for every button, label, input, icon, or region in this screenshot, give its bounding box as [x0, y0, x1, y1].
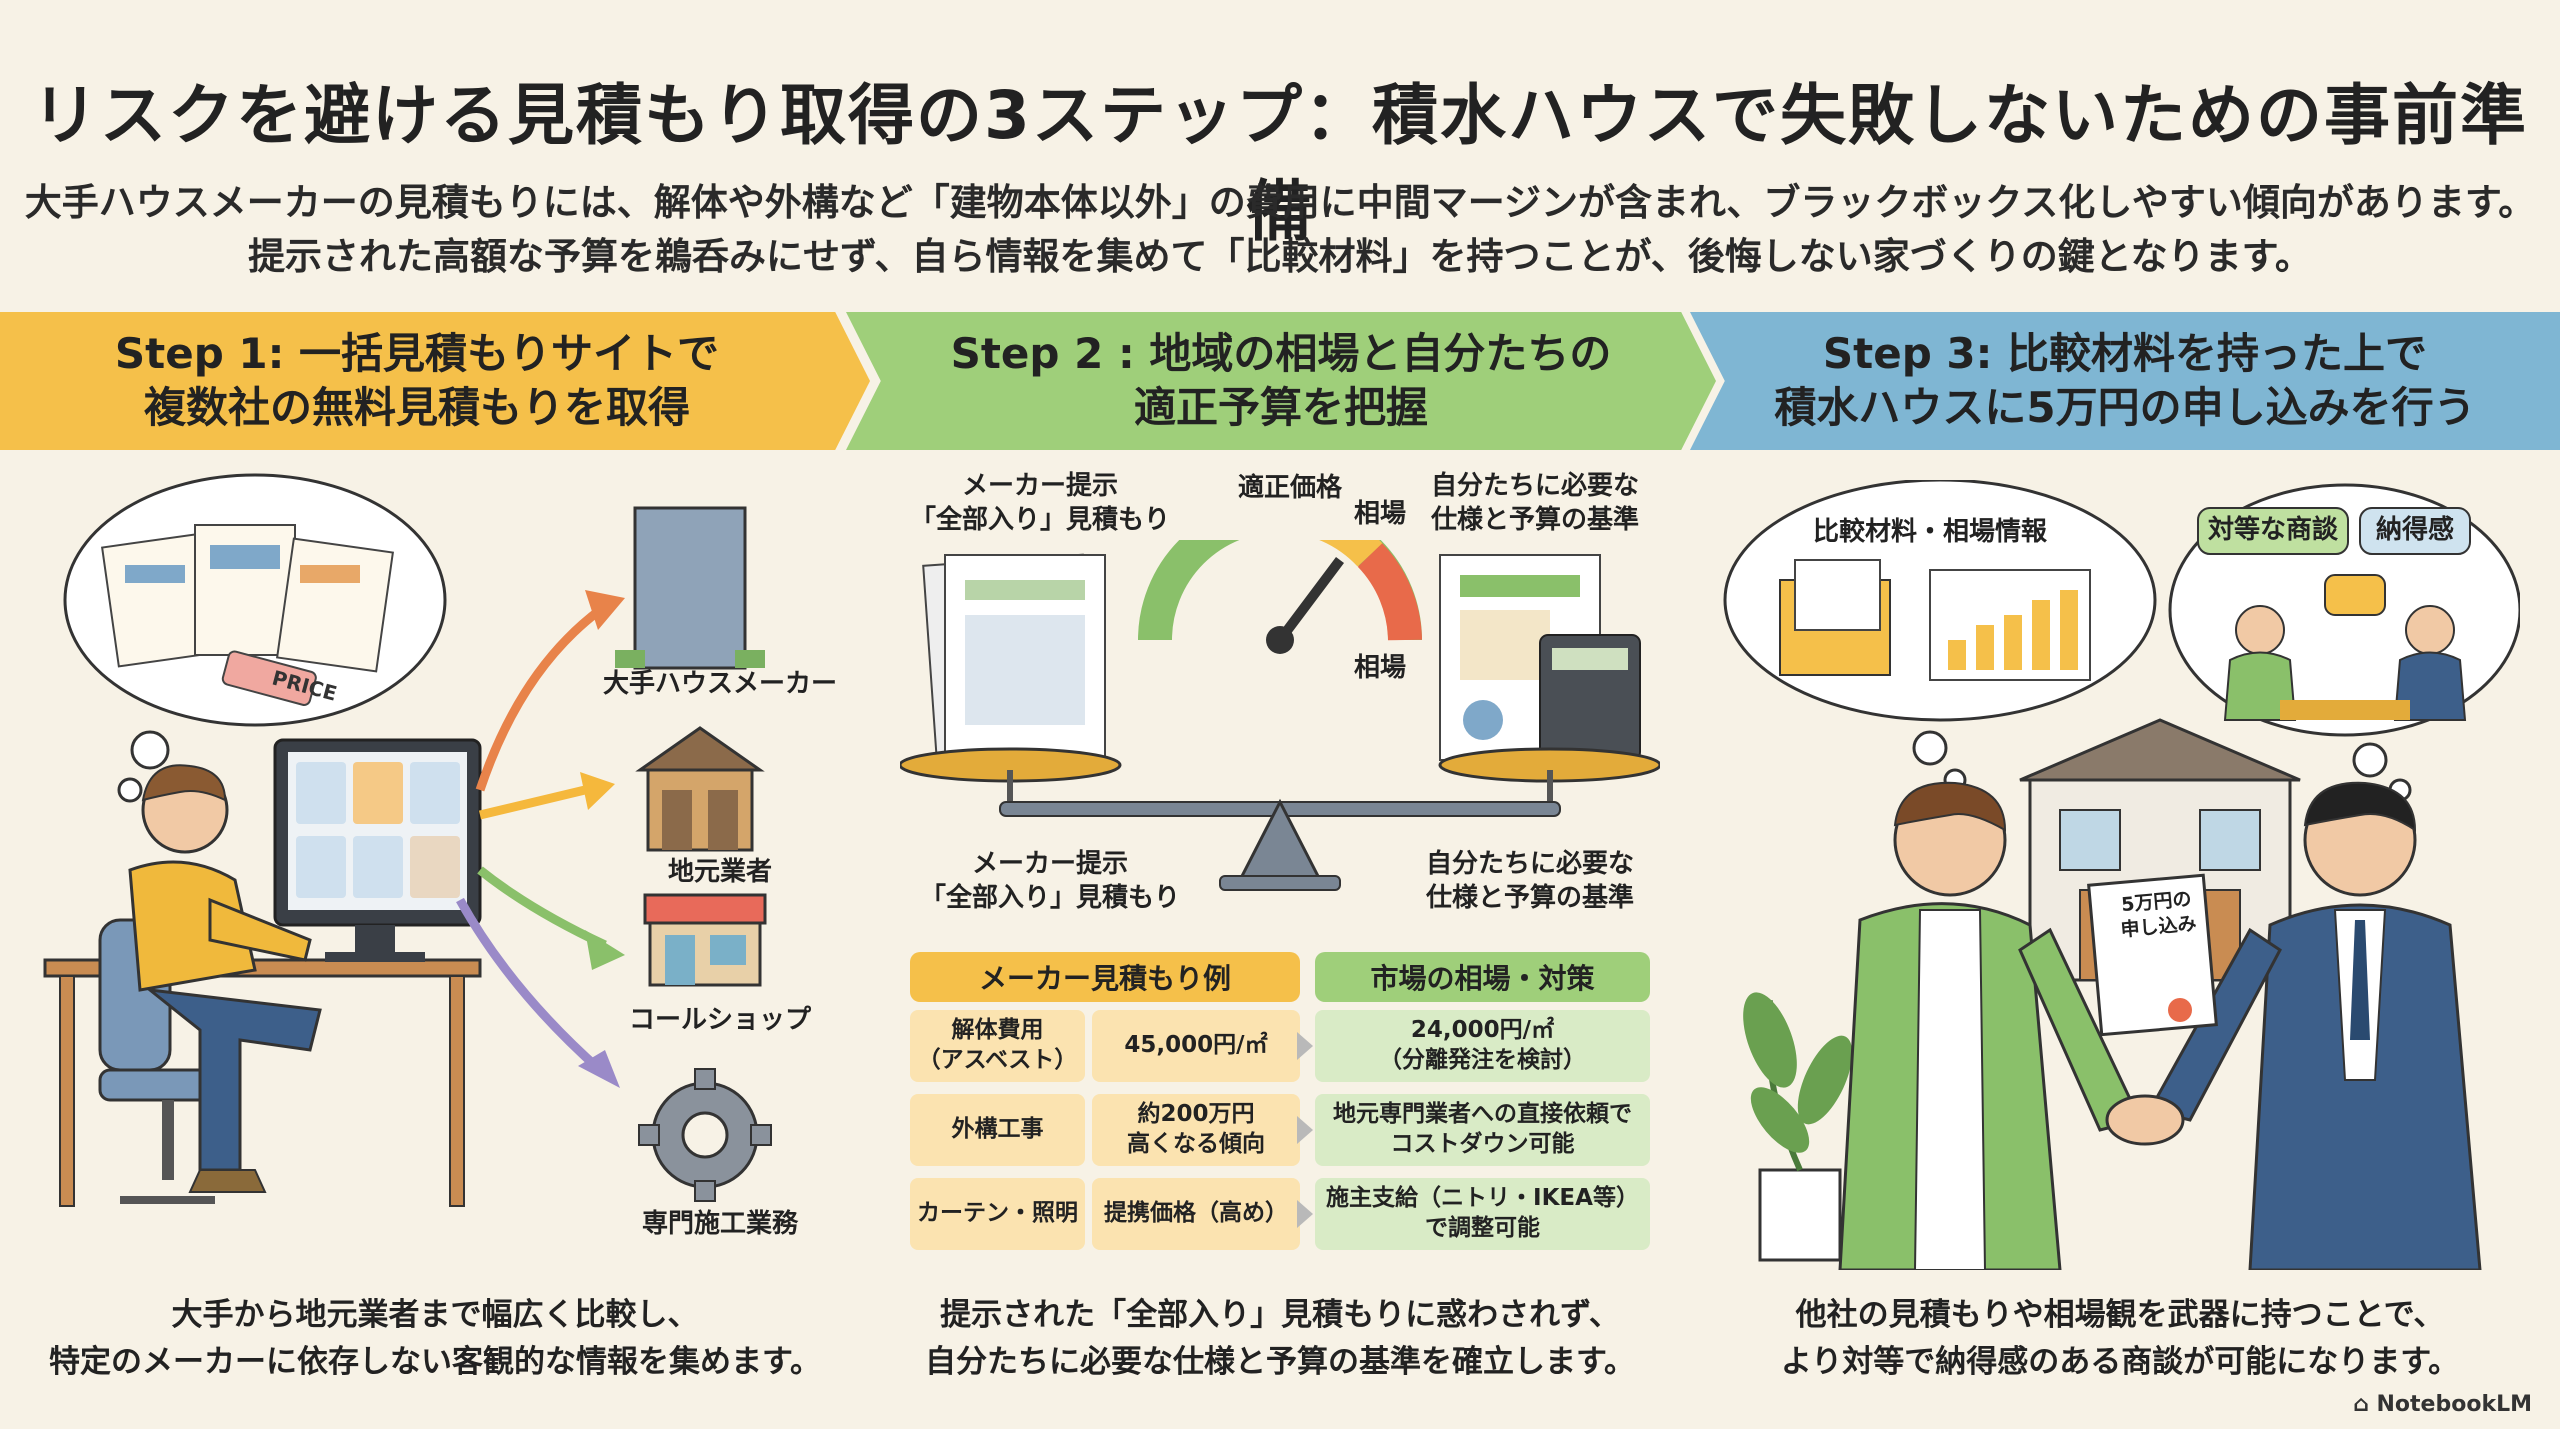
- doc-right-label: 自分たちに必要な仕様と予算の基準: [1430, 471, 1639, 535]
- shop-icon: [643, 893, 767, 987]
- step-1-illustration: PRICE: [43, 473, 772, 1207]
- table-row-1-value: 45,000円/㎡: [1092, 1010, 1300, 1082]
- step-1-caption-line-1: 大手から地元業者まで幅広く比較し、: [171, 1297, 699, 1333]
- step-3-line-1: Step 3: 比較材料を持った上で: [1822, 329, 2428, 379]
- application-doc-label: 5万円の申し込み: [2119, 888, 2198, 941]
- step-2-caption-line-2: 自分たちに必要な仕様と予算の基準を確立します。: [925, 1343, 1635, 1380]
- step-3-banner: Step 3: 比較材料を持った上で積水ハウスに5万円の申し込みを行う: [1690, 312, 2560, 450]
- large-building-icon: [615, 506, 765, 670]
- target-label-2: 地元業者: [667, 857, 772, 887]
- table-row-3-market: 施主支給（ニトリ・IKEA等） で調整可能: [1315, 1178, 1650, 1250]
- table-row-3-value: 提携価格（高め）: [1092, 1178, 1300, 1250]
- bubble-left-label: 比較材料・相場情報: [1812, 517, 2047, 547]
- step-3-caption-line-2: より対等で納得感のある商談が可能になります。: [1780, 1343, 2460, 1380]
- step-1-banner: Step 1: 一括見積もりサイトで複数社の無料見積もりを取得: [0, 312, 870, 450]
- gauge-top-label: 適正価格: [1237, 473, 1342, 503]
- table-head-left: メーカー見積もり例: [910, 952, 1300, 1002]
- person-at-computer-icon: [128, 764, 322, 1193]
- subtitle-line-1: 大手ハウスメーカーの見積もりには、解体や外構など「建物本体以外」の費用に中間マー…: [24, 181, 2536, 224]
- step-2-line-2: 適正予算を把握: [1133, 383, 1428, 432]
- brand-logo: ⌂ NotebookLM: [2353, 1392, 2532, 1417]
- brand-name: NotebookLM: [2376, 1392, 2532, 1417]
- target-label-1: 大手ハウスメーカー: [602, 669, 837, 699]
- gauge-bottom-label: 相場: [1353, 653, 1406, 683]
- step-2-caption: 提示された「全部入り」見積もりに惑わされず、 自分たちに必要な仕様と予算の基準を…: [880, 1292, 1680, 1385]
- step-3-caption-line-1: 他社の見積もりや相場観を武器に持つことで、: [1795, 1297, 2445, 1333]
- estimate-document-icon: [922, 553, 1106, 767]
- table-row-1-item: 解体費用 （アスベスト）: [910, 1010, 1085, 1082]
- calculator-icon: [1539, 634, 1641, 761]
- step-1-caption: 大手から地元業者まで幅広く比較し、 特定のメーカーに依存しない客観的な情報を集め…: [30, 1292, 840, 1385]
- local-house-icon: [635, 726, 765, 852]
- step-1-caption-line-2: 特定のメーカーに依存しない客観的な情報を集めます。: [49, 1343, 821, 1380]
- doc-left-label: メーカー提示「全部入り」見積もり: [909, 471, 1170, 535]
- target-label-3: コールショップ: [628, 1005, 811, 1035]
- step-2-line-1: Step 2 : 地域の相場と自分たちの: [950, 329, 1612, 379]
- row-arrow-icon: [1297, 1200, 1313, 1228]
- customer-person-icon: [1838, 781, 2143, 1270]
- application-document-icon: [2087, 873, 2218, 1037]
- monitor-icon: [273, 738, 482, 962]
- page-title: リスクを避ける見積もり取得の3ステップ：積水ハウスで失敗しないための事前準備: [32, 77, 2528, 250]
- subtitle-line-2: 提示された高額な予算を鵜呑みにせず、自ら情報を集めて「比較材料」を持つことが、後…: [248, 235, 2312, 278]
- bubble-right-label-b: 納得感: [2375, 515, 2454, 545]
- table-row-3-item: カーテン・照明: [910, 1178, 1085, 1250]
- thought-cloud-icon: [63, 473, 447, 803]
- row-arrow-icon: [1297, 1032, 1313, 1060]
- table-head-right: 市場の相場・対策: [1315, 952, 1650, 1002]
- step-3-line-2: 積水ハウスに5万円の申し込みを行う: [1774, 383, 2476, 432]
- comparison-thought-bubble: [1723, 480, 2157, 792]
- step-3-illustration: [1723, 480, 2520, 1270]
- price-gauge-icon: [1138, 540, 1422, 654]
- balance-scale-illustration: [900, 540, 1660, 891]
- bubble-right-label-a: 対等な商談: [2207, 515, 2338, 545]
- step-2-caption-line-1: 提示された「全部入り」見積もりに惑わされず、: [940, 1297, 1620, 1333]
- plant-icon: [1743, 992, 1853, 1262]
- step-2-banner: Step 2 : 地域の相場と自分たちの適正予算を把握: [846, 312, 1716, 450]
- step-3-caption: 他社の見積もりや相場観を武器に持つことで、 より対等で納得感のある商談が可能にな…: [1710, 1292, 2530, 1385]
- scale-right-label: 自分たちに必要な仕様と予算の基準: [1425, 849, 1634, 913]
- scale-left-label: メーカー提示「全部入り」見積もり: [919, 849, 1180, 913]
- table-row-2-market: 地元専門業者への直接依頼で コストダウン可能: [1315, 1094, 1650, 1166]
- target-label-4: 専門施工業務: [641, 1209, 798, 1239]
- table-row-1-market: 24,000円/㎡ （分離発注を検討）: [1315, 1010, 1650, 1082]
- table-row-2-item: 外構工事: [910, 1094, 1085, 1166]
- step-1-line-1: Step 1: 一括見積もりサイトで: [114, 329, 720, 379]
- gauge-right-label: 相場: [1353, 499, 1406, 529]
- negotiation-thought-bubble: [2168, 483, 2520, 802]
- gear-icon: [638, 1068, 772, 1202]
- row-arrow-icon: [1297, 1116, 1313, 1144]
- table-row-2-value: 約200万円 高くなる傾向: [1092, 1094, 1300, 1166]
- step-1-line-2: 複数社の無料見積もりを取得: [143, 383, 690, 432]
